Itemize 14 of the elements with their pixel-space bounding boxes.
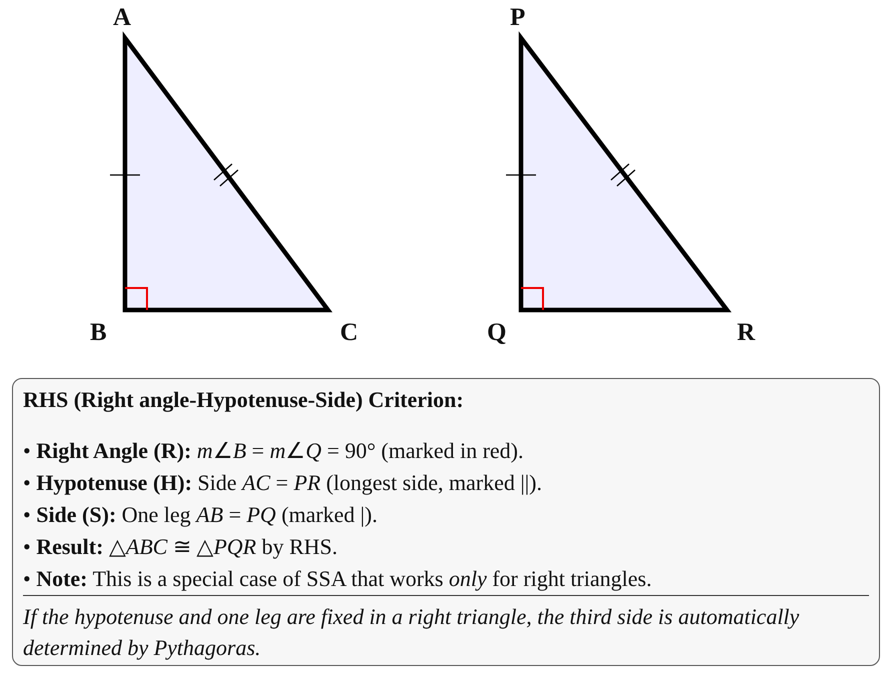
note-text: If the hypotenuse and one leg are fixed in a right triangle, the third side is automatically determined by Pythagoras. xyxy=(23,603,800,662)
bullet-point: • Result: △ABC ≅ △PQR by RHS. xyxy=(23,533,339,561)
bullet-point: • Note: This is a special case of SSA that works only for right triangles. xyxy=(23,565,653,593)
vertex-label: C xyxy=(340,320,358,345)
heading: RHS (Right angle-Hypotenuse-Side) Criterion: xyxy=(23,387,464,413)
vertex-label: B xyxy=(90,320,107,345)
bullet-point: • Hypotenuse (H): Side AC = PR (longest side, marked ||). xyxy=(23,469,544,497)
vertex-label: R xyxy=(737,320,756,345)
bullet-point: • Right Angle (R): m∠B = m∠Q = 90° (marked in red). xyxy=(23,437,524,465)
info-box xyxy=(12,378,880,666)
bullet-point: • Side (S): One leg AB = PQ (marked |). xyxy=(23,501,378,529)
vertex-label: Q xyxy=(487,320,506,345)
vertex-label: A xyxy=(113,5,132,30)
vertex-label: P xyxy=(510,5,526,30)
